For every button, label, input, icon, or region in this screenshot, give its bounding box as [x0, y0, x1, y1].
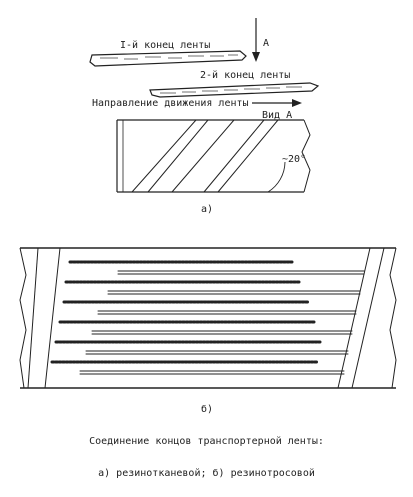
plan-view	[116, 119, 311, 193]
angle-label: ~20°	[282, 154, 306, 165]
caption-subtitle: а) резинотканевой; б) резинотросовой	[98, 468, 315, 479]
end-1-label: I-й конец ленты	[120, 39, 210, 51]
caption-title: Соединение концов транспортерной ленты:	[89, 436, 324, 447]
figure-b-label: б)	[201, 403, 213, 415]
belt-end-2	[149, 82, 320, 98]
direction-label: Направление движения ленты	[92, 98, 249, 109]
cord-belt-joint	[19, 247, 397, 389]
belt-end-1	[89, 50, 247, 67]
arrow-label: A	[263, 38, 269, 49]
end-2-label: 2-й конец ленты	[200, 69, 290, 81]
view-label: Вид А	[262, 110, 292, 121]
view-a-arrow	[252, 18, 260, 62]
direction-arrow	[252, 99, 302, 107]
figure-a-label: а)	[201, 204, 213, 215]
